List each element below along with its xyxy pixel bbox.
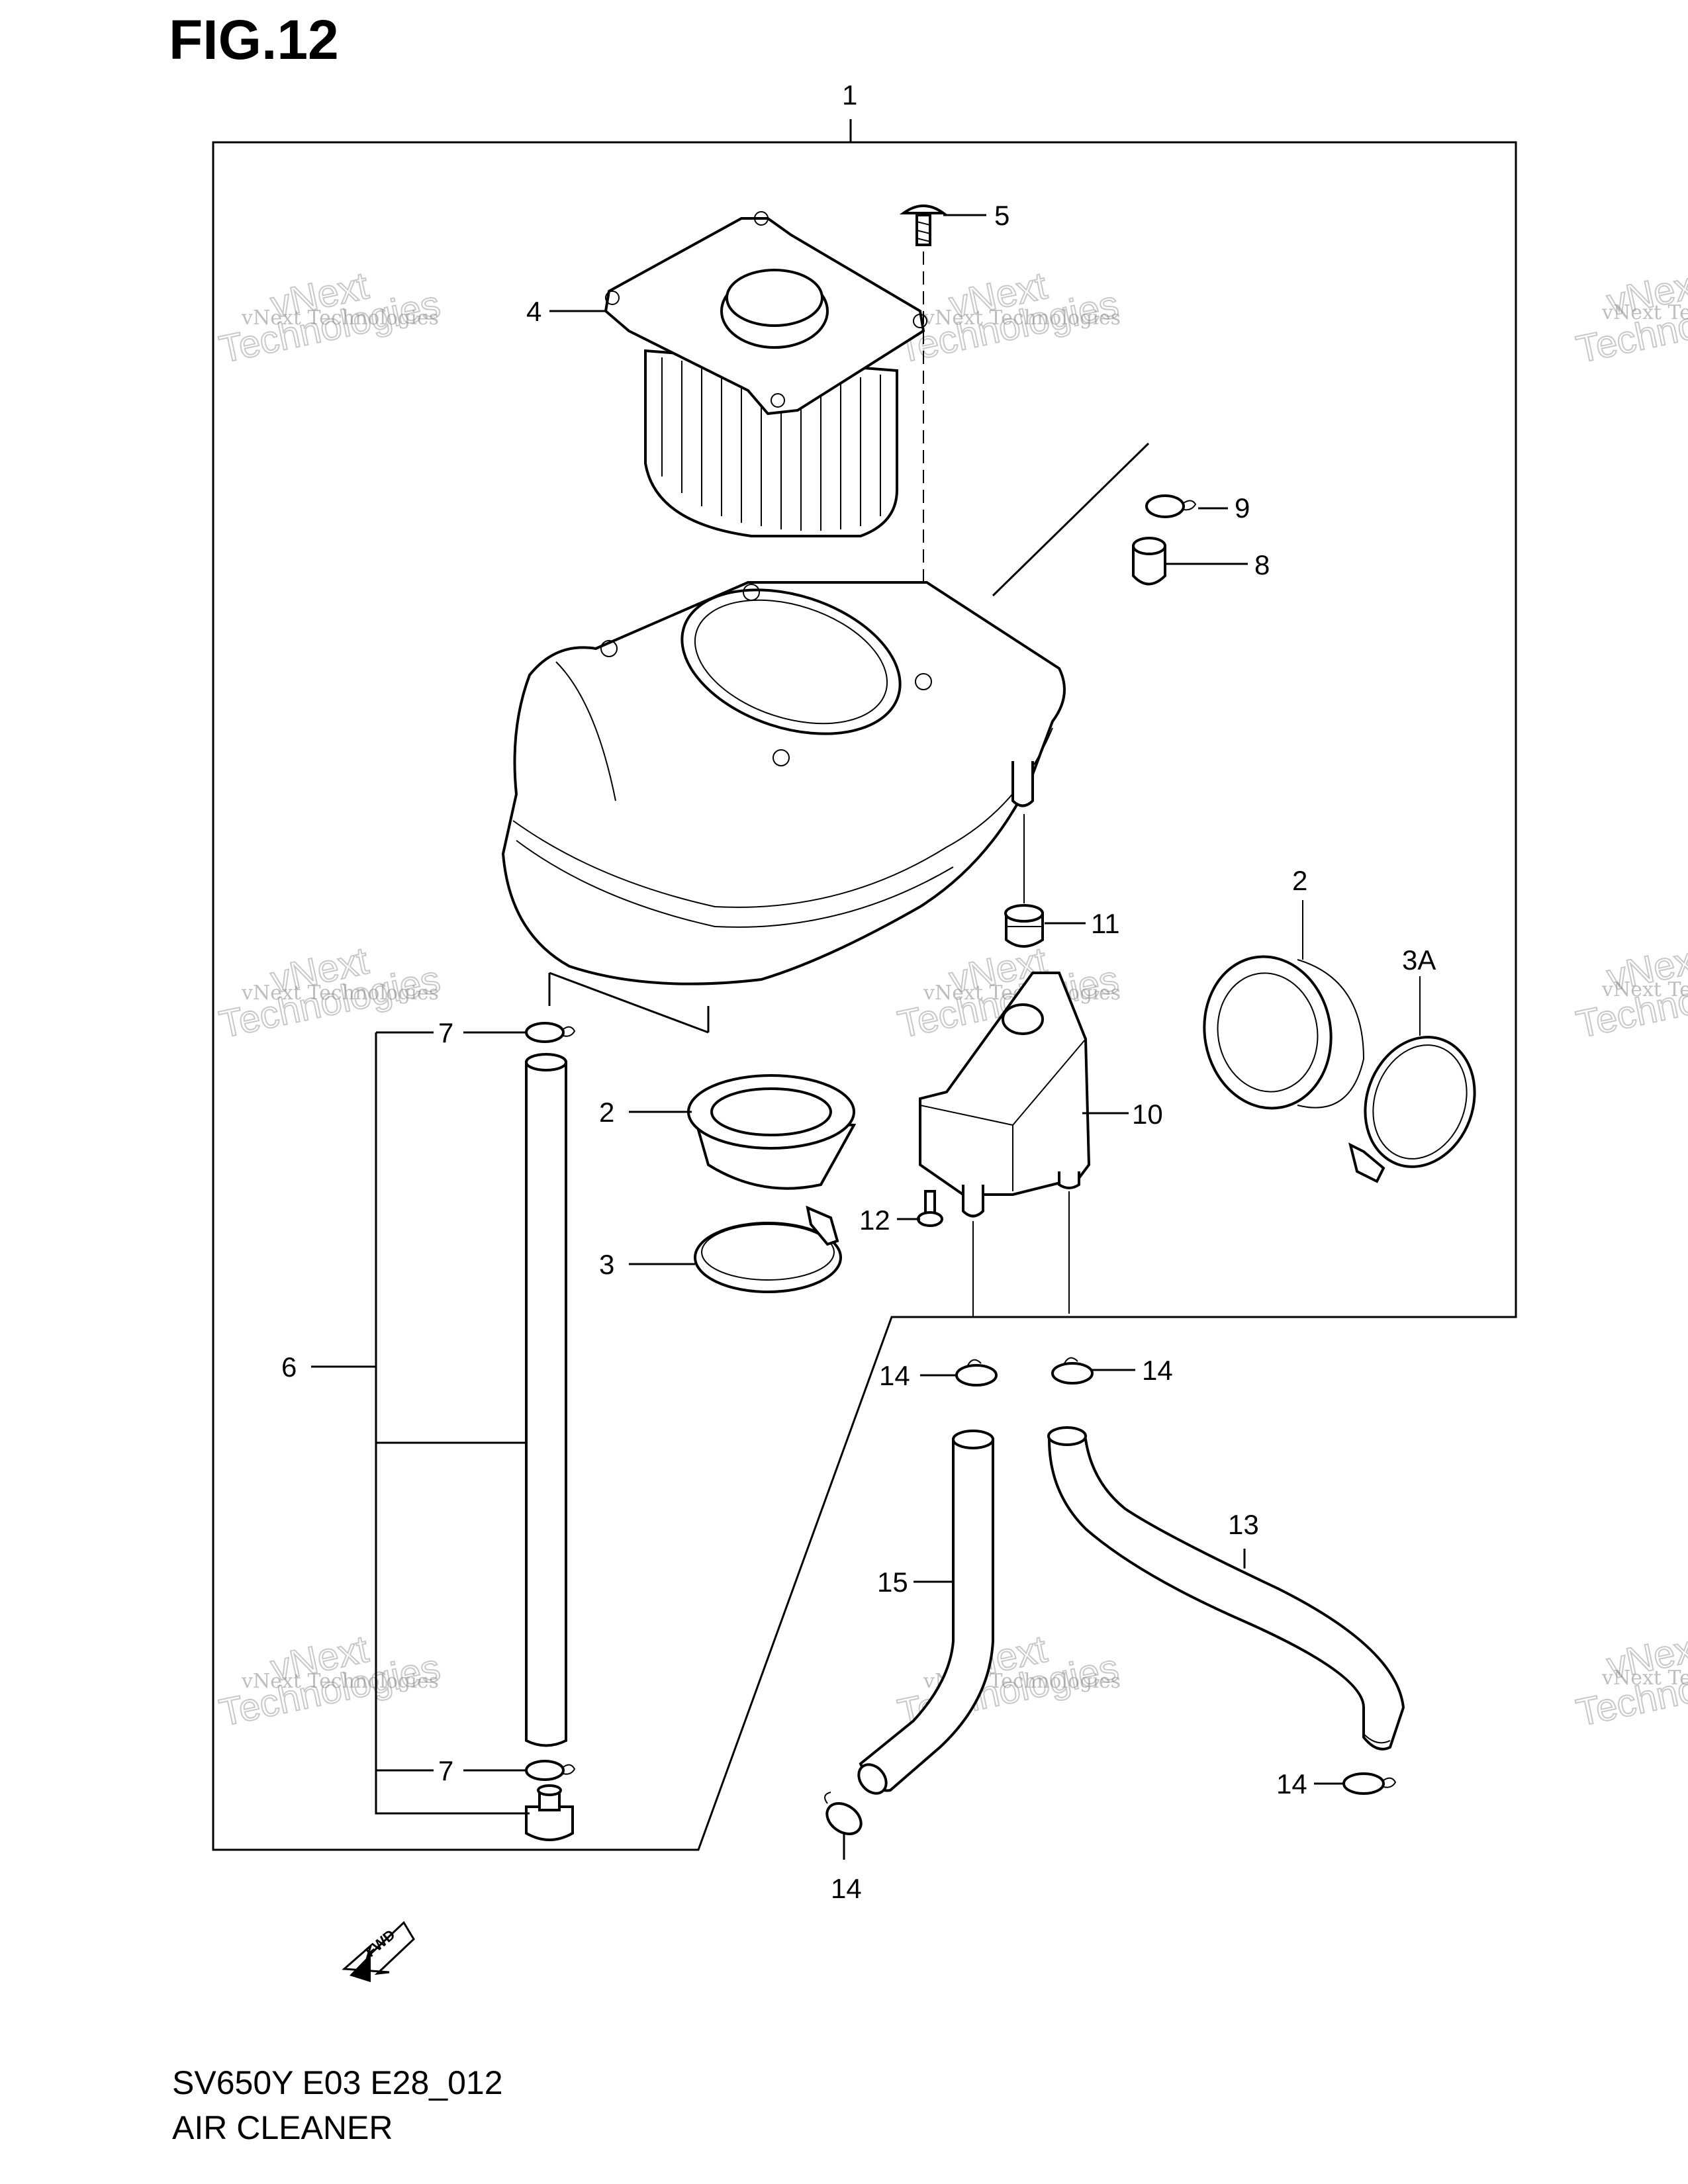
watermark-text: vNext Technologies — [241, 306, 439, 330]
clip-part-7-bottom — [525, 1760, 576, 1781]
intake-boot-part-2 — [687, 1074, 857, 1190]
callout-13: 13 — [1228, 1509, 1259, 1540]
screw-part-12 — [917, 1190, 943, 1227]
callout-2b: 2 — [1292, 865, 1307, 896]
section-name: AIR CLEANER — [172, 2109, 393, 2146]
clip-part-14-c — [1342, 1772, 1397, 1795]
cap-part-8 — [1132, 537, 1166, 586]
air-cleaner-case — [501, 581, 1066, 985]
callout-5: 5 — [994, 200, 1009, 231]
clamp-part-3a — [1348, 1036, 1476, 1183]
watermark-group: Technologies vNext vNext Technologies Te… — [215, 261, 1688, 1735]
clip-part-7-top — [525, 1022, 576, 1043]
leader-line — [992, 442, 1150, 597]
watermark-text: vNext Technologies — [1601, 1666, 1688, 1690]
clip-part-14-d — [824, 1792, 863, 1835]
hose-part-13 — [1047, 1426, 1405, 1751]
hose-part-15 — [857, 1430, 994, 1795]
screw-part-5 — [899, 205, 948, 246]
clamp-part-3 — [694, 1205, 842, 1293]
watermark-text: vNext Technologies — [1601, 301, 1688, 324]
callout-2a: 2 — [599, 1097, 614, 1128]
callout-10: 10 — [1132, 1099, 1163, 1130]
grommet-part-11 — [1004, 904, 1044, 948]
clip-part-14-a — [955, 1359, 998, 1387]
callout-14b: 14 — [1142, 1355, 1173, 1386]
callout-3: 3 — [599, 1249, 614, 1280]
air-filter-element — [604, 211, 927, 537]
drain-box-part-10 — [919, 972, 1091, 1218]
watermark-text: vNext Technologies — [241, 981, 439, 1005]
callout-3a: 3A — [1402, 944, 1436, 976]
figure-title: FIG.12 — [169, 9, 339, 71]
leader-line — [549, 972, 709, 1034]
callout-1: 1 — [842, 79, 857, 111]
callout-11: 11 — [1091, 908, 1120, 939]
watermark-text: vNext Technologies — [923, 306, 1121, 330]
forward-arrow-icon: FWD — [342, 1921, 415, 1982]
watermark-text: vNext Technologies — [241, 1670, 439, 1693]
model-code: SV650Y E03 E28_012 — [172, 2064, 503, 2101]
intake-boot-part-2-right — [1203, 955, 1365, 1110]
leader-bracket — [375, 1032, 530, 1815]
callout-4: 4 — [526, 296, 541, 327]
clip-part-9 — [1145, 494, 1197, 518]
callout-14a: 14 — [879, 1360, 910, 1391]
callout-7b: 7 — [438, 1755, 453, 1786]
assembly-outline — [212, 141, 1517, 1851]
watermark-text: vNext Technologies — [1601, 978, 1688, 1001]
callout-7a: 7 — [438, 1017, 453, 1048]
clip-part-14-b — [1051, 1357, 1094, 1385]
callout-6: 6 — [281, 1351, 297, 1383]
drain-hose-part-6 — [525, 1053, 574, 1841]
callout-12: 12 — [859, 1205, 890, 1236]
callout-9: 9 — [1235, 492, 1250, 523]
callout-15: 15 — [877, 1567, 908, 1598]
callout-14d: 14 — [831, 1873, 862, 1904]
callout-14c: 14 — [1276, 1768, 1307, 1799]
callout-8: 8 — [1254, 549, 1270, 580]
